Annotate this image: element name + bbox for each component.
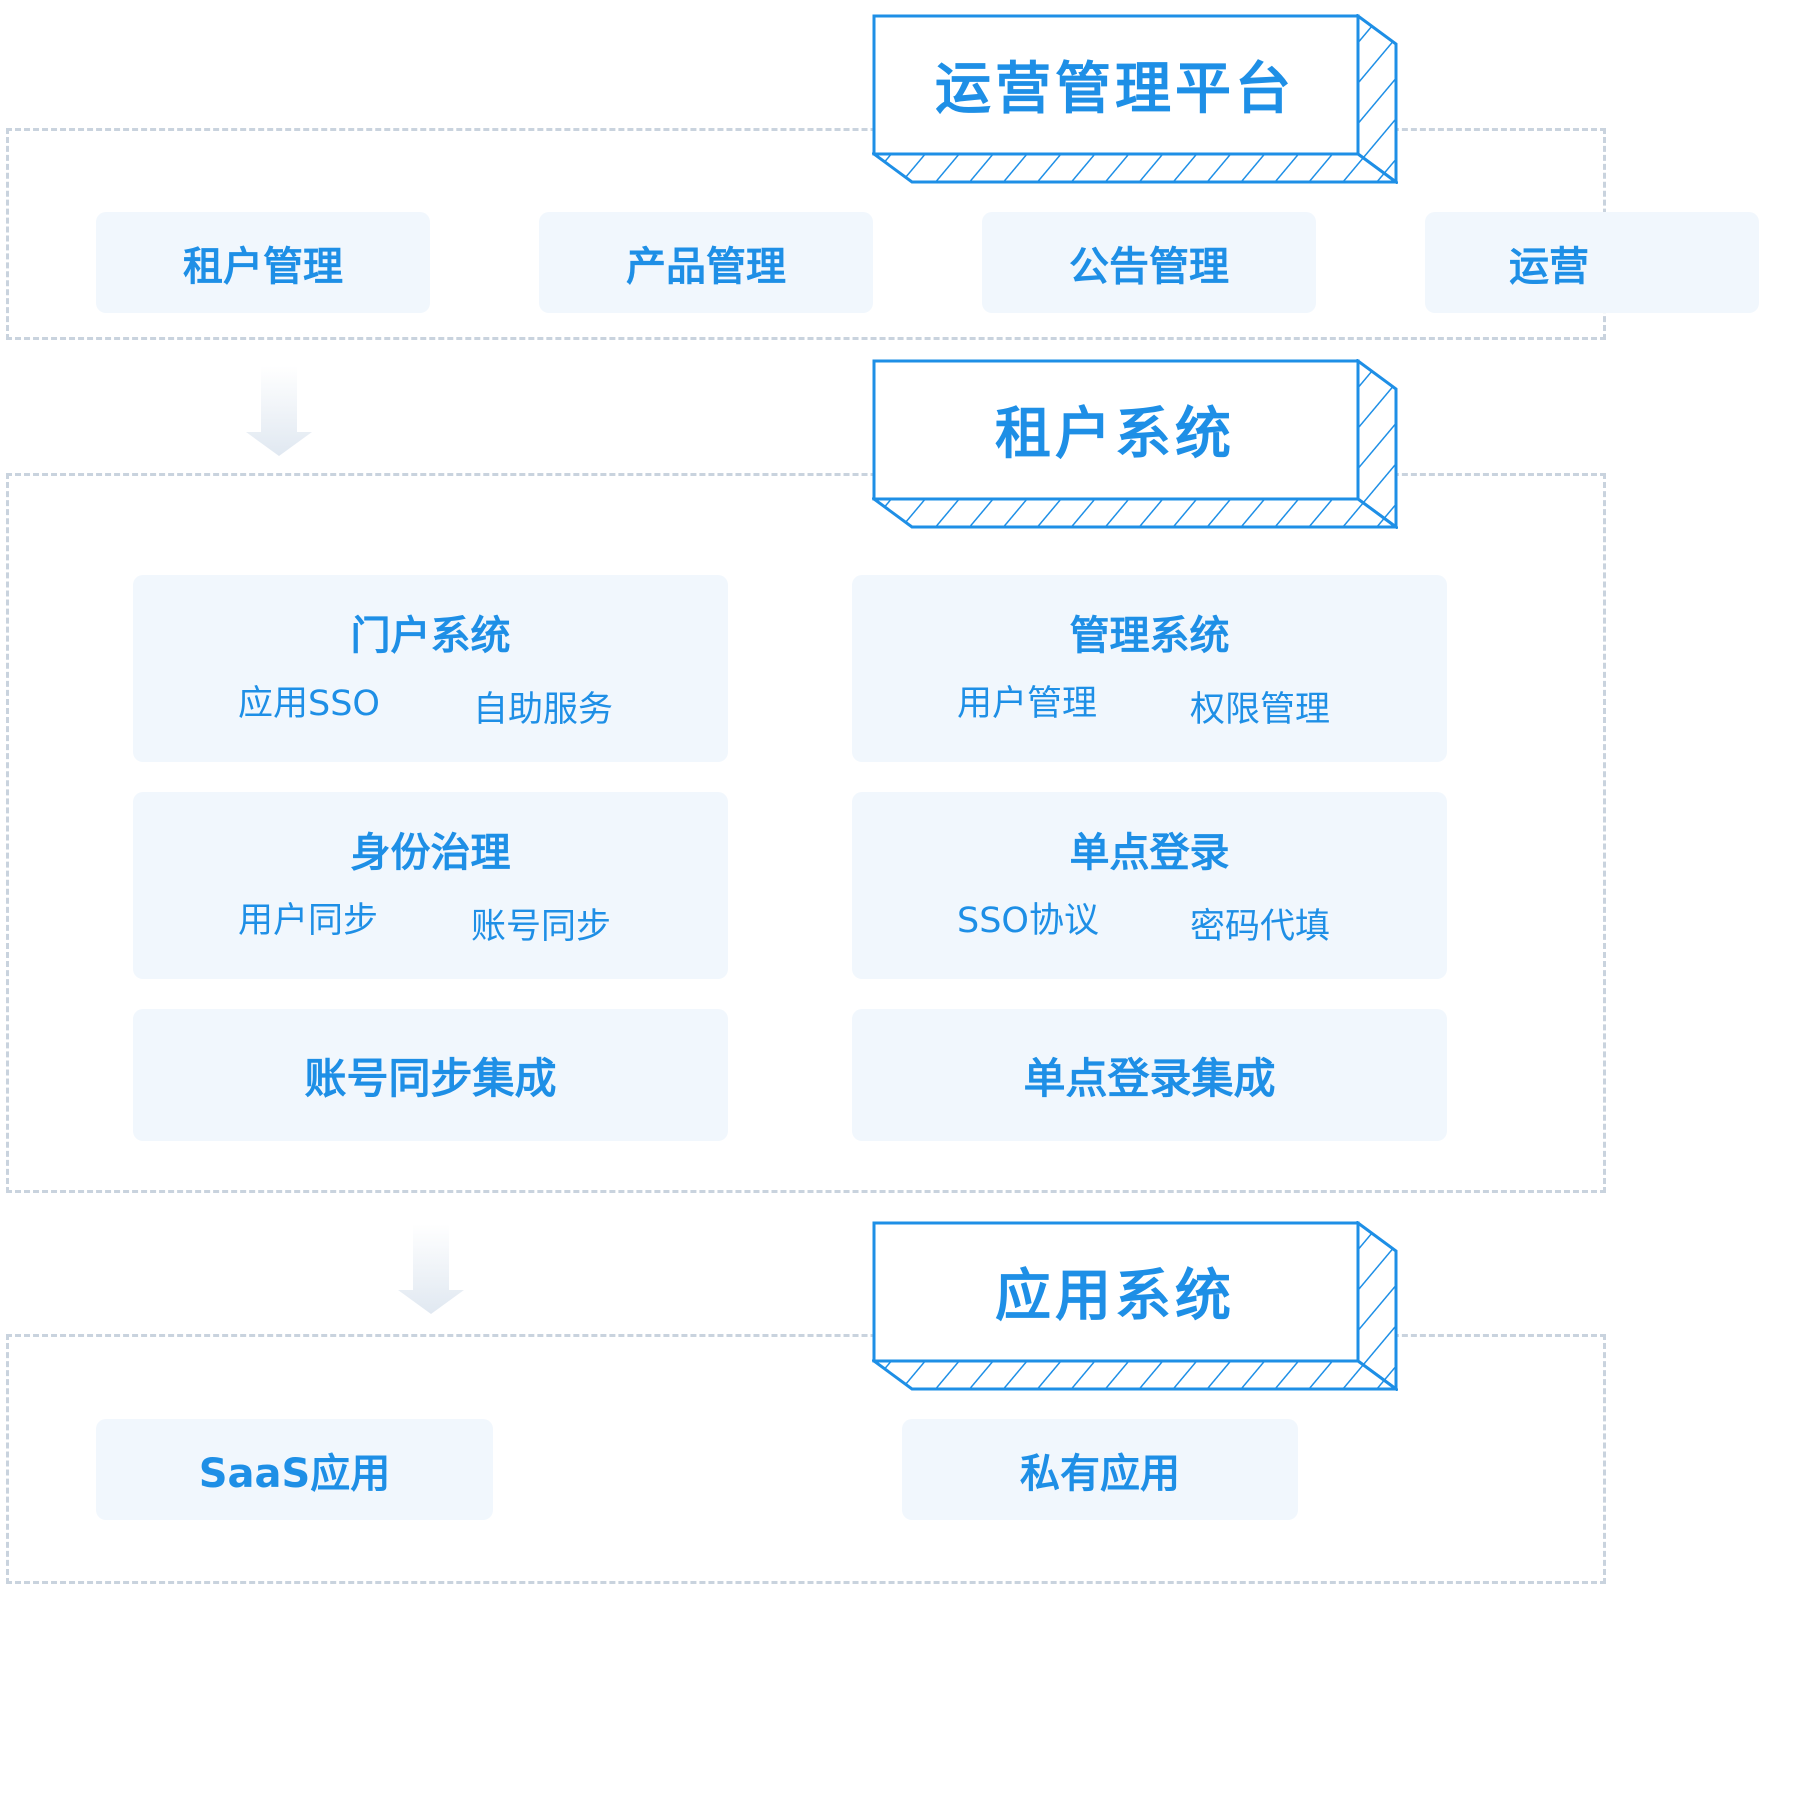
card-title: 单点登录集成 [1023, 1053, 1276, 1103]
app-item-saas[interactable]: SaaS应用 [96, 1419, 493, 1520]
card-admin-system[interactable]: 管理系统 用户管理 权限管理 [852, 575, 1447, 762]
app-item-label: 私有应用 [1020, 1450, 1180, 1497]
card-sso-integration[interactable]: 单点登录集成 [852, 1009, 1447, 1141]
ops-item-tenant-management[interactable]: 租户管理 [96, 212, 430, 313]
card-portal-system[interactable]: 门户系统 应用SSO 自助服务 [133, 575, 728, 762]
card-sub-item: 应用SSO [238, 684, 380, 724]
down-arrow-icon [398, 1224, 464, 1314]
card-title: 单点登录 [1069, 830, 1230, 876]
hatched-3d-frame-icon [872, 14, 1398, 184]
app-item-private[interactable]: 私有应用 [902, 1419, 1298, 1520]
card-title: 门户系统 [350, 613, 511, 659]
ops-layer-title-box: 运营管理平台 [872, 14, 1398, 184]
card-title: 账号同步集成 [304, 1053, 557, 1103]
card-sub-item: 用户同步 [238, 901, 379, 941]
ops-layer-title: 运营管理平台 [935, 56, 1295, 122]
ops-item-label: 租户管理 [183, 243, 343, 290]
card-title: 管理系统 [1069, 613, 1230, 659]
ops-item-operations[interactable]: 运营 [1425, 212, 1759, 313]
ops-item-notice-management[interactable]: 公告管理 [982, 212, 1316, 313]
card-sub-item: SSO协议 [957, 901, 1099, 941]
card-sub-item: 权限管理 [1190, 690, 1331, 730]
ops-item-label: 运营 [1509, 243, 1589, 290]
ops-item-label: 产品管理 [626, 243, 786, 290]
card-sub-item: 密码代填 [1190, 907, 1331, 947]
tenant-layer-title-box: 租户系统 [872, 359, 1398, 529]
card-sub-item: 用户管理 [957, 684, 1098, 724]
hatched-3d-frame-icon [872, 359, 1398, 529]
card-account-sync-integration[interactable]: 账号同步集成 [133, 1009, 728, 1141]
app-layer-title: 应用系统 [995, 1263, 1235, 1329]
ops-item-product-management[interactable]: 产品管理 [539, 212, 873, 313]
hatched-3d-frame-icon [872, 1221, 1398, 1391]
tenant-layer-border [6, 473, 1606, 1193]
app-item-label: SaaS应用 [198, 1450, 391, 1497]
card-title: 身份治理 [350, 830, 511, 876]
card-single-sign-on[interactable]: 单点登录 SSO协议 密码代填 [852, 792, 1447, 979]
card-identity-governance[interactable]: 身份治理 用户同步 账号同步 [133, 792, 728, 979]
tenant-layer-title: 租户系统 [995, 401, 1235, 467]
app-layer-title-box: 应用系统 [872, 1221, 1398, 1391]
card-sub-item: 自助服务 [473, 690, 614, 730]
card-sub-item: 账号同步 [471, 907, 612, 947]
down-arrow-icon [246, 366, 312, 456]
ops-item-label: 公告管理 [1069, 243, 1229, 290]
app-layer-border [6, 1334, 1606, 1584]
